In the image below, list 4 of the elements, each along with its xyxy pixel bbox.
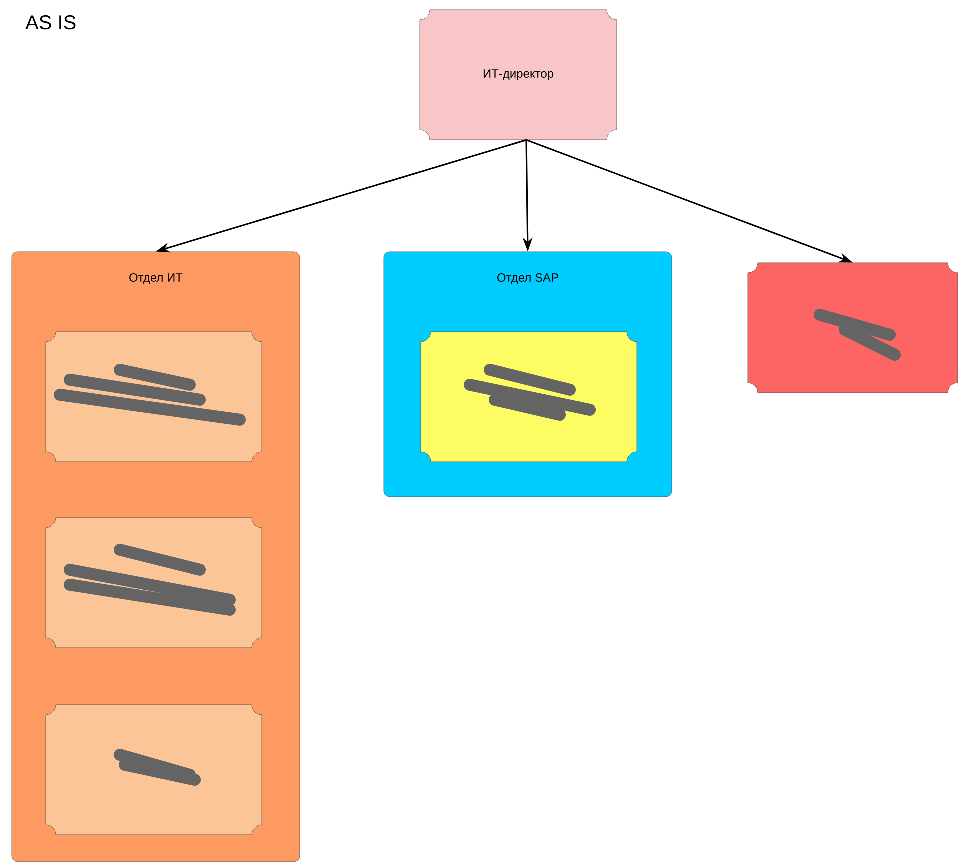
empty-box bbox=[748, 262, 958, 394]
title: AS IS bbox=[26, 16, 76, 30]
empty-box bbox=[46, 704, 262, 836]
role-box: ИТ-директор bbox=[420, 10, 618, 140]
